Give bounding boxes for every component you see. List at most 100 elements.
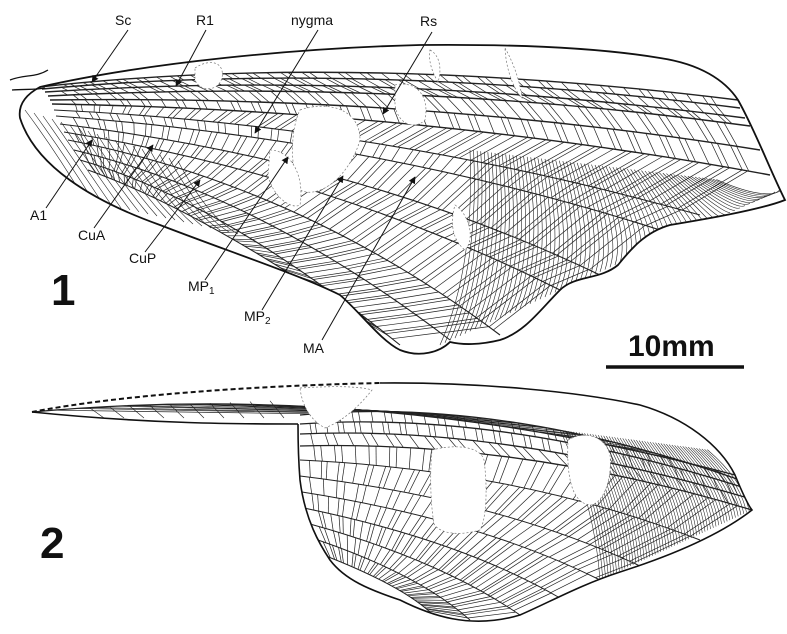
crossvein <box>404 470 415 493</box>
crossvein <box>331 182 354 196</box>
crossvein <box>636 112 651 134</box>
crossvein <box>342 499 344 516</box>
crossvein <box>80 95 87 100</box>
crossvein <box>610 526 660 553</box>
crossvein <box>352 79 367 87</box>
crossvein <box>362 485 366 502</box>
crossvein <box>194 130 199 145</box>
crossvein <box>386 490 393 508</box>
apical-veinlet <box>674 174 725 214</box>
apical-veinlet <box>577 163 594 277</box>
crossvein <box>339 516 340 533</box>
crossvein <box>409 470 420 493</box>
figure-number-2: 2 <box>40 519 64 568</box>
crossvein <box>217 101 222 110</box>
crossvein <box>543 465 559 493</box>
crossvein <box>141 136 144 146</box>
crossvein <box>80 86 88 90</box>
crossvein <box>237 101 242 111</box>
crossvein <box>394 434 403 447</box>
crossvein <box>370 315 417 321</box>
crossvein <box>384 412 386 423</box>
crossvein <box>403 206 432 221</box>
missing-area <box>431 447 486 534</box>
crossvein <box>342 549 344 564</box>
crossvein <box>261 78 275 85</box>
crossvein <box>193 161 205 173</box>
crossvein <box>323 479 324 496</box>
crossvein <box>416 308 462 315</box>
crossvein <box>191 146 200 157</box>
crossvein <box>162 126 164 139</box>
crossvein <box>549 466 566 494</box>
crossvein <box>438 178 471 209</box>
crossvein <box>405 423 407 435</box>
crossvein <box>367 524 371 542</box>
crossvein <box>499 488 525 514</box>
crossvein <box>560 441 563 454</box>
crossvein <box>449 556 471 575</box>
figure-number-1: 1 <box>51 266 75 315</box>
crossvein <box>341 307 377 327</box>
wing-2-apical-veinlets <box>90 401 749 580</box>
crossvein <box>361 410 499 420</box>
crossvein <box>110 84 119 88</box>
crossvein <box>409 435 419 448</box>
crossvein <box>315 92 330 105</box>
crossvein <box>564 547 597 563</box>
crossvein <box>336 408 483 418</box>
crossvein <box>338 532 341 548</box>
crossvein <box>314 446 316 461</box>
crossvein <box>168 141 174 152</box>
crossvein <box>338 498 340 515</box>
crossvein <box>150 116 153 125</box>
crossvein <box>217 152 229 164</box>
crossvein <box>61 91 68 95</box>
crossvein <box>293 78 307 85</box>
crossvein <box>527 120 535 139</box>
crossvein <box>127 100 132 106</box>
crossvein <box>424 436 435 449</box>
crossvein <box>376 527 382 545</box>
crossvein <box>92 85 100 89</box>
crossvein <box>258 102 263 112</box>
crossvein <box>267 73 275 78</box>
crossvein <box>78 126 82 135</box>
crossvein <box>205 121 207 131</box>
crossvein <box>388 166 415 193</box>
missing-area <box>293 106 361 192</box>
crossvein <box>334 446 335 463</box>
crossvein <box>426 130 465 152</box>
crossvein <box>179 86 190 91</box>
crossvein <box>184 109 196 119</box>
crossvein <box>503 550 531 569</box>
crossvein <box>501 117 508 135</box>
crossvein <box>382 572 396 581</box>
crossvein <box>184 158 195 170</box>
crossvein <box>190 109 202 120</box>
crossvein <box>408 594 435 596</box>
crossvein <box>159 139 164 150</box>
crossvein <box>356 484 359 501</box>
crossvein <box>358 159 381 184</box>
crossvein <box>106 100 111 106</box>
apical-veinlet <box>606 166 632 258</box>
crossvein <box>476 428 478 441</box>
crossvein <box>407 592 433 595</box>
crossvein <box>417 423 419 435</box>
crossvein <box>333 433 338 445</box>
crossvein <box>368 544 374 559</box>
crossvein <box>225 74 233 79</box>
crossvein <box>99 105 100 112</box>
crossvein <box>378 163 404 189</box>
crossvein <box>352 553 353 567</box>
crossvein <box>378 198 405 213</box>
crossvein <box>370 124 403 143</box>
crossvein <box>326 78 341 86</box>
crossvein <box>409 516 421 534</box>
crossvein <box>73 90 80 94</box>
crossvein <box>85 118 89 128</box>
crossvein <box>151 125 152 137</box>
crossvein <box>392 333 440 339</box>
crossvein <box>474 115 481 132</box>
